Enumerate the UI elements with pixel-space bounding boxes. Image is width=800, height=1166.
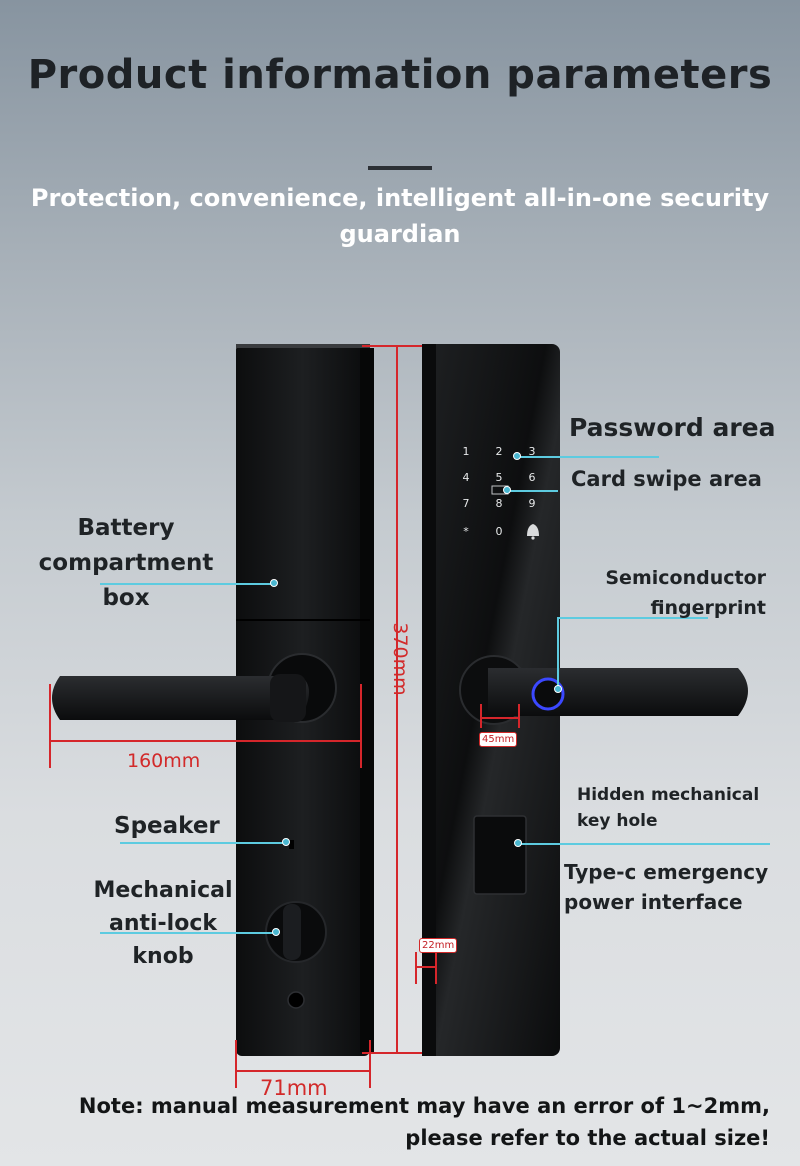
label-card-swipe-area: Card swipe area	[571, 467, 762, 491]
marker-fingerprint	[554, 685, 562, 693]
leader-knob	[100, 932, 276, 934]
dim-thickness-label: 22mm	[419, 938, 458, 953]
key-3: 3	[529, 445, 536, 458]
dim-sensor-cap-left	[480, 704, 482, 728]
leader-card	[508, 490, 558, 492]
dim-height-cap-top	[362, 345, 422, 347]
dim-thickness-cap-right	[435, 952, 437, 984]
bell-icon	[527, 524, 539, 540]
marker-battery	[270, 579, 278, 587]
dim-width-line	[236, 1070, 370, 1072]
leader-fingerprint-v	[557, 617, 559, 689]
leader-keyhole	[518, 843, 770, 845]
dim-height-cap-bottom	[362, 1052, 422, 1054]
label-fingerprint: Semiconductor fingerprint	[605, 567, 766, 619]
dim-width-label: 71mm	[260, 1076, 328, 1100]
key-0: 0	[496, 525, 503, 538]
label-hidden-key-hole: Hidden mechanical key hole	[577, 785, 760, 831]
marker-speaker	[282, 838, 290, 846]
key-6: 6	[529, 471, 536, 484]
measurement-note: Note: manual measurement may have an err…	[78, 1094, 770, 1150]
label-anti-lock-knob: Mechanical anti-lock knob	[93, 878, 233, 969]
leader-fingerprint-h	[558, 617, 708, 619]
dim-thickness-line	[416, 966, 436, 968]
title-divider	[368, 166, 432, 170]
dim-handle-line	[50, 740, 362, 742]
dim-sensor-cap-right	[518, 704, 520, 728]
label-speaker: Speaker	[114, 813, 220, 839]
outer-lock-body	[422, 344, 748, 1056]
key-9: 9	[529, 497, 536, 510]
key-5: 5	[496, 471, 503, 484]
leader-password	[517, 456, 659, 458]
dim-handle-label: 160mm	[127, 750, 201, 772]
leader-battery	[100, 583, 274, 585]
dim-height-label: 370mm	[389, 622, 411, 696]
marker-card	[503, 486, 511, 494]
dim-height-line	[396, 346, 398, 1052]
dim-width-cap-left	[235, 1040, 237, 1088]
marker-password	[513, 452, 521, 460]
page-subtitle: Protection, convenience, intelligent all…	[30, 184, 770, 248]
marker-knob	[272, 928, 280, 936]
dim-handle-cap-right	[360, 684, 362, 768]
key-star: *	[463, 525, 469, 538]
marker-keyhole	[514, 839, 522, 847]
key-7: 7	[463, 497, 470, 510]
label-type-c: Type-c emergency power interface	[564, 860, 769, 914]
key-2: 2	[496, 445, 503, 458]
label-battery-box: Battery compartment box	[38, 515, 214, 611]
key-4: 4	[463, 471, 470, 484]
dim-sensor-label: 45mm	[479, 732, 518, 747]
dim-handle-cap-left	[49, 684, 51, 768]
key-8: 8	[496, 497, 503, 510]
dim-width-cap-right	[369, 1040, 371, 1088]
leader-speaker	[120, 842, 286, 844]
page-title: Product information parameters	[27, 52, 773, 98]
dim-thickness-cap-left	[415, 952, 417, 984]
inner-lock-body	[52, 344, 374, 1056]
keypad: 1 2 3 4 5 6 7 8 9 * 0	[463, 445, 536, 538]
key-1: 1	[463, 445, 470, 458]
dim-sensor-line	[481, 717, 519, 719]
label-password-area: Password area	[569, 413, 776, 442]
